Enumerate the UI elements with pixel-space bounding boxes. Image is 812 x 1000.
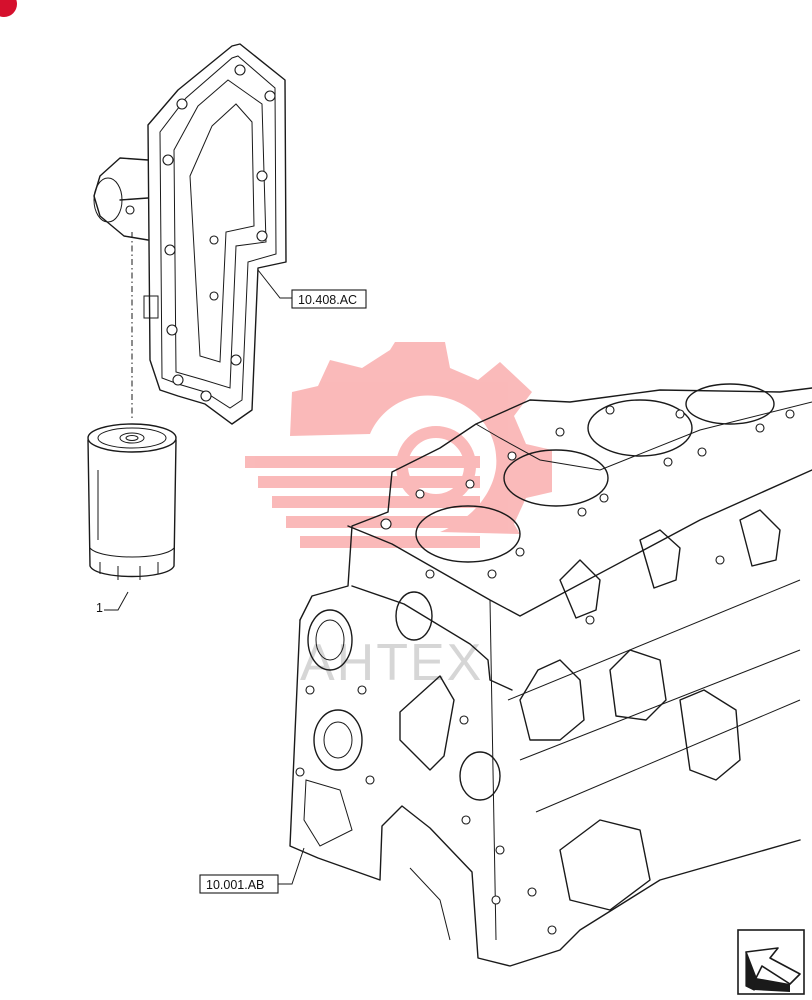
callout-label: 10.001.AB — [206, 878, 264, 892]
engine-block-drawing — [289, 383, 812, 967]
item-leader-line — [104, 591, 129, 611]
callout-10-408-ac[interactable]: 10.408.AC — [257, 269, 367, 309]
callout-label: 10.408.AC — [298, 293, 357, 307]
nav-arrow-icon[interactable] — [737, 929, 805, 995]
item-label: 1 — [96, 601, 103, 615]
oil-filter-head-drawing — [93, 43, 287, 425]
oil-filter-drawing — [87, 423, 177, 580]
callout-10-001-ab[interactable]: 10.001.AB — [199, 847, 305, 894]
watermark-logo — [245, 342, 552, 548]
corner-badge-icon — [0, 0, 17, 17]
watermark-text: AHTEX — [300, 634, 483, 692]
